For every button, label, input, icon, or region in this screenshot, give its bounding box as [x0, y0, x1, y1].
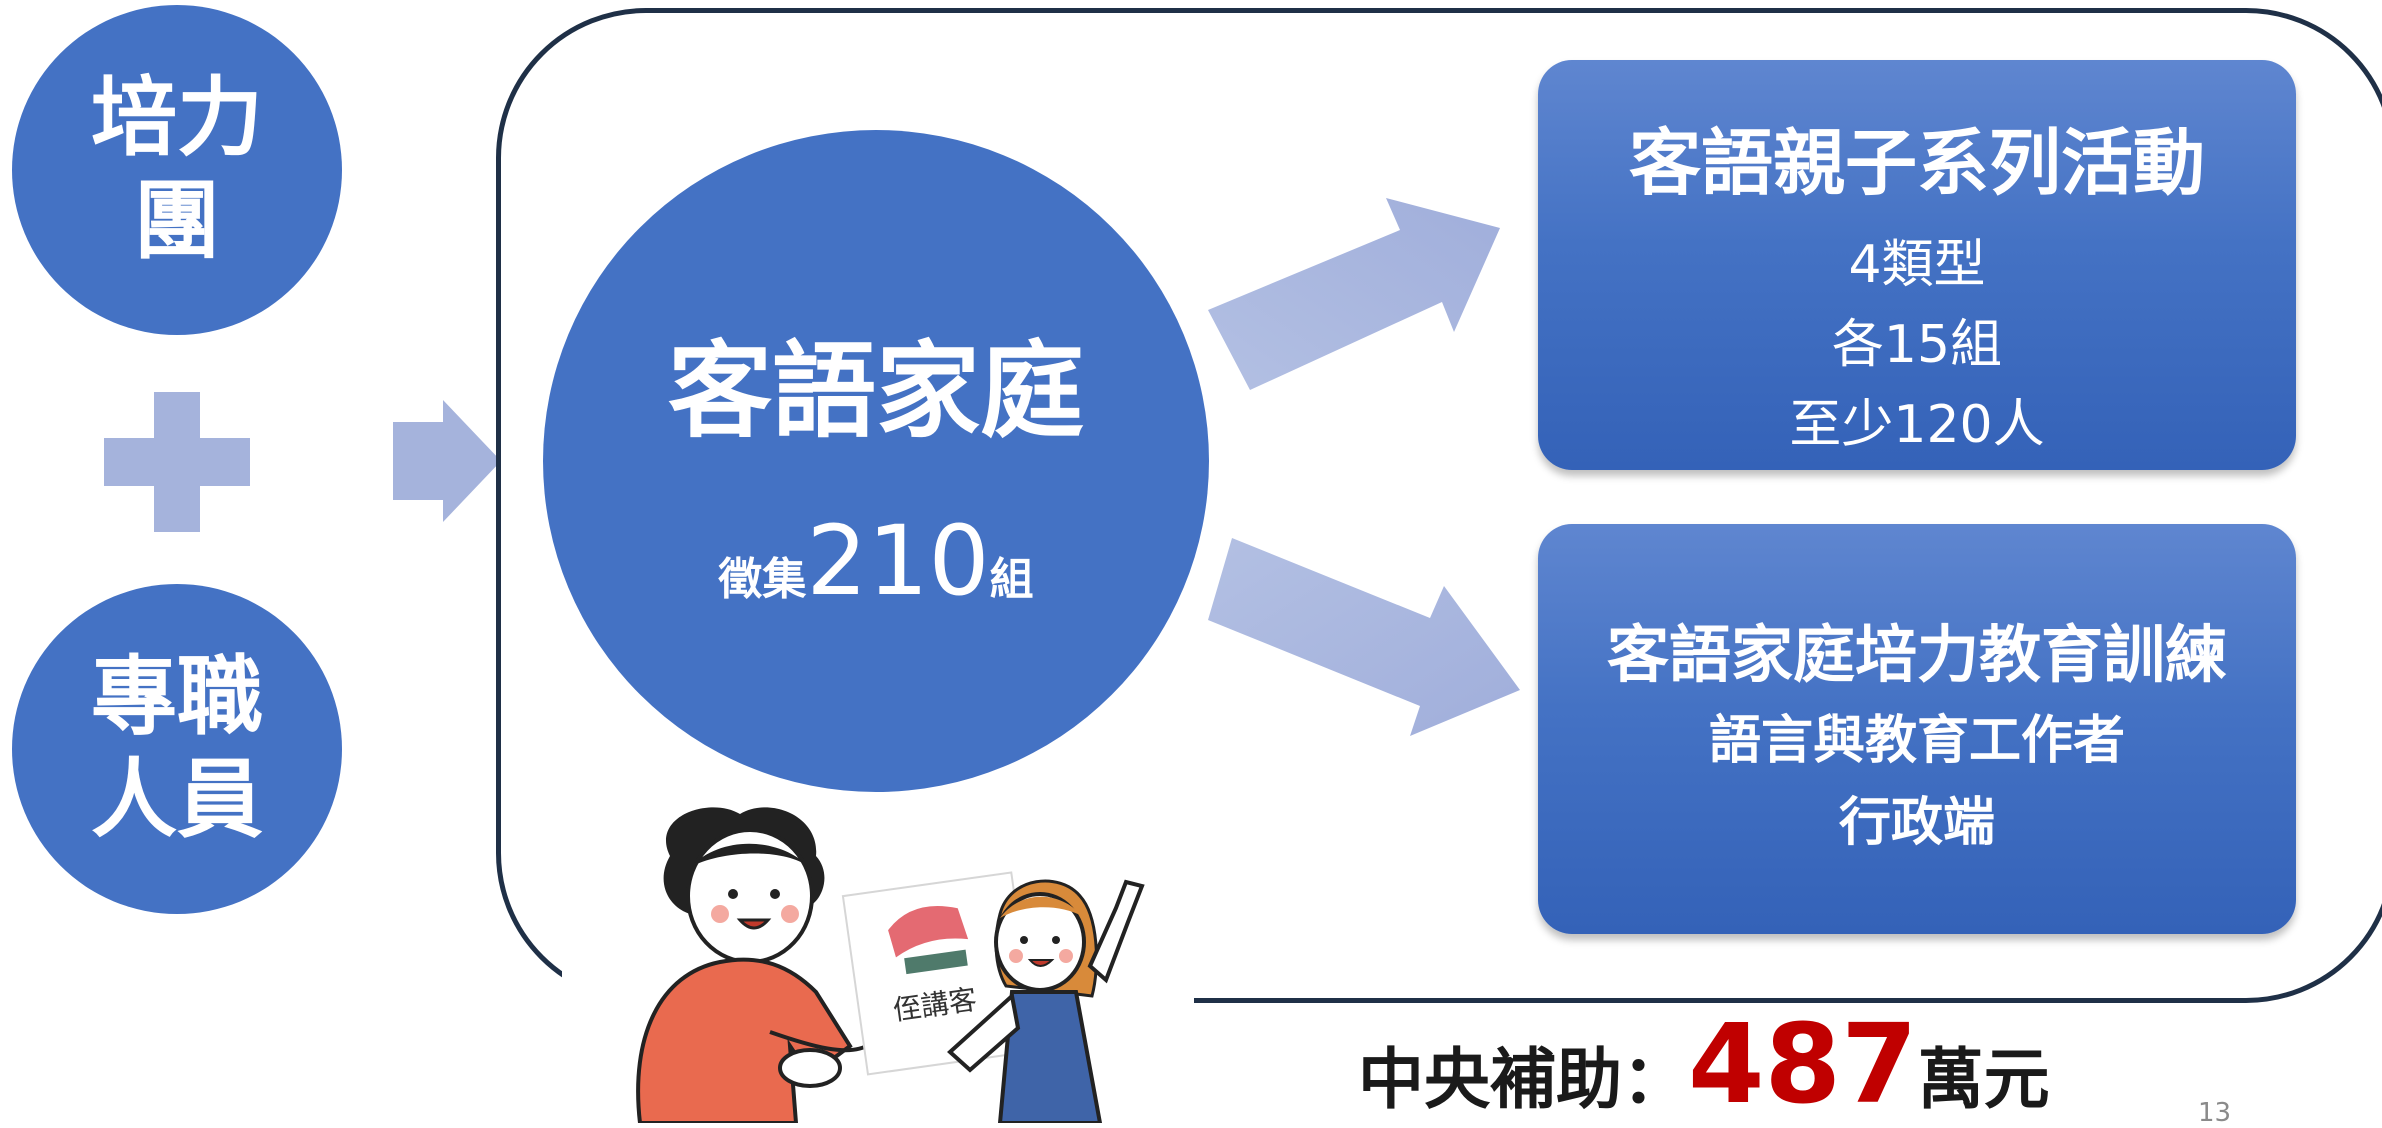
center-circle-prefix: 徵集 [718, 553, 807, 605]
panel-bottom-line: 語言與教育工作者 [1708, 711, 2125, 771]
panel-parent-child-activities: 客語親子系列活動 4類型 各15組 至少120人 [1538, 60, 2296, 470]
center-circle: 客語家庭 徵集 210 組 [543, 130, 1209, 792]
subsidy-amount: 487 [1688, 1000, 1918, 1128]
right-arrow-icon [393, 400, 501, 522]
panel-bottom-title: 客語家庭培力教育訓練 [1606, 618, 2227, 691]
center-circle-suffix: 組 [989, 553, 1034, 605]
arrow-up-right-icon [1208, 198, 1500, 390]
panel-top-line: 4類型 [1848, 235, 1986, 295]
panel-family-training: 客語家庭培力教育訓練 語言與教育工作者 行政端 [1538, 524, 2296, 934]
group-frame [496, 8, 2382, 1003]
left-circle-bottom: 專職 人員 [12, 584, 342, 914]
arrow-down-right-icon [1208, 538, 1520, 736]
center-circle-number: 210 [806, 504, 990, 617]
panel-top-title: 客語親子系列活動 [1628, 121, 2205, 205]
left-circle-top: 培力 團 [12, 5, 342, 335]
left-circle-bottom-line2: 人員 [91, 750, 263, 850]
plus-icon [104, 392, 250, 532]
subsidy-line: 中央補助： 487 萬元 [1358, 1000, 2050, 1128]
left-circle-top-line1: 培力 [91, 67, 263, 168]
panel-bottom-line: 行政端 [1838, 793, 1995, 853]
center-circle-title: 客語家庭 [667, 329, 1084, 452]
family-illustration: 侄講客 [636, 807, 1145, 1123]
subsidy-prefix: 中央補助： [1358, 1041, 1688, 1118]
left-circle-top-line2: 團 [134, 171, 220, 271]
page-number: 13 [2198, 1098, 2232, 1128]
left-circle-bottom-line1: 專職 [91, 646, 263, 747]
center-circle-subtitle: 徵集 210 組 [718, 505, 1033, 617]
adult-figure [636, 807, 884, 1123]
panel-top-line: 至少120人 [1789, 395, 2045, 455]
panel-top-line: 各15組 [1831, 315, 2003, 375]
subsidy-suffix: 萬元 [1917, 1041, 2050, 1118]
child-figure [947, 879, 1145, 1123]
